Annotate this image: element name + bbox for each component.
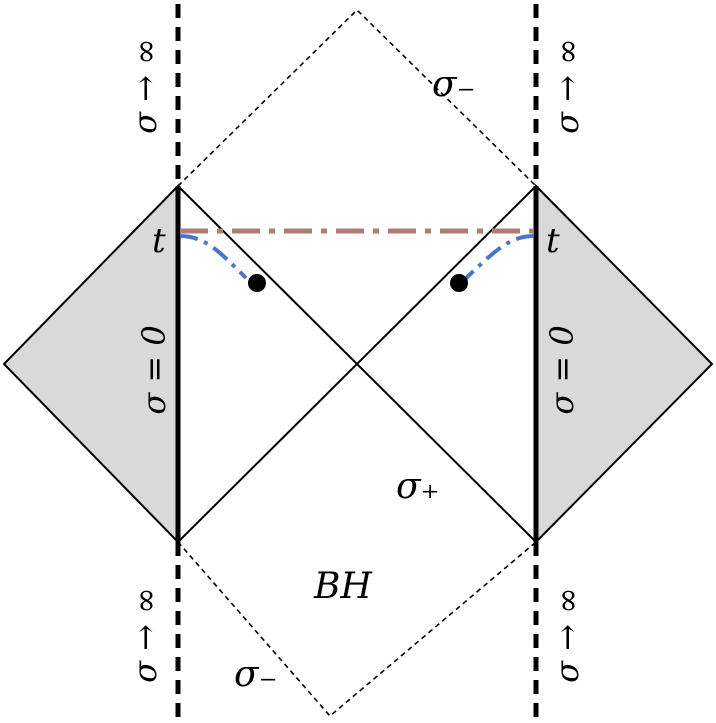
sigma-minus-bottom-label: σ₋ (234, 654, 278, 695)
sigma-zero-right-label: σ = 0 (543, 325, 581, 414)
right-endpoint-dot (450, 274, 468, 292)
left-blue-curve (179, 234, 248, 280)
horizon-line-2 (177, 185, 537, 543)
sigma-to-infinity-top-right-label: σ → ∞ (548, 38, 586, 134)
right-blue-curve (464, 234, 535, 280)
sigma-minus-top-label: σ₋ (432, 64, 476, 105)
t-label-right: t (546, 221, 560, 261)
sigma-zero-left-label: σ = 0 (135, 325, 173, 414)
left-endpoint-dot (248, 274, 266, 292)
top-dashed-boundary (177, 8, 537, 187)
t-label-left: t (152, 221, 166, 261)
black-hole-label: BH (313, 566, 372, 607)
sigma-to-infinity-bottom-left-label: σ → ∞ (126, 587, 164, 683)
sigma-to-infinity-top-left-label: σ → ∞ (126, 38, 164, 134)
sigma-plus-label: σ₊ (396, 466, 440, 507)
sigma-to-infinity-bottom-right-label: σ → ∞ (548, 587, 586, 683)
